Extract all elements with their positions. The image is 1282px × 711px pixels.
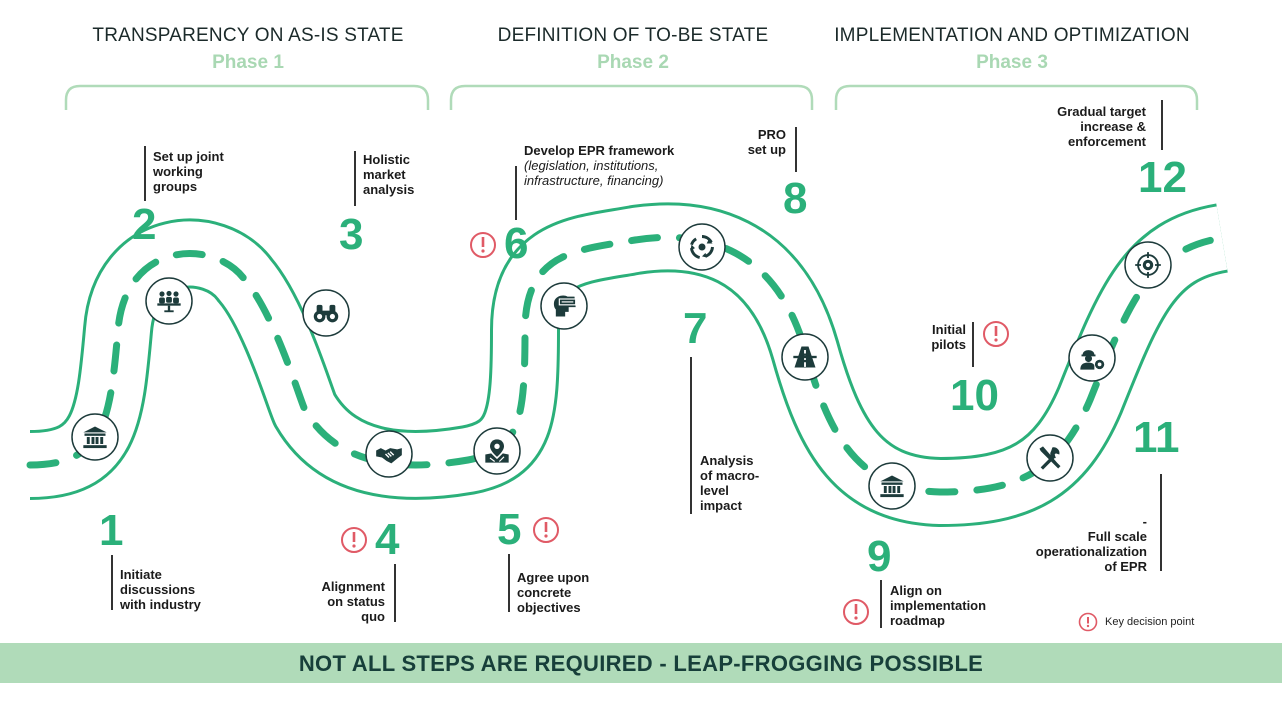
phase-1-subtitle: Phase 1: [212, 52, 284, 73]
step-1-number: 1: [99, 506, 124, 555]
step-4-leader-line: [394, 564, 396, 622]
step-11-number: 11: [1133, 413, 1180, 462]
step-5-leader-line: [508, 554, 510, 612]
step-6-number: 6: [504, 219, 529, 268]
phase-3-title: IMPLEMENTATION AND OPTIMIZATION: [834, 25, 1190, 46]
phase-3-bracket: [834, 84, 1199, 110]
legend-label: Key decision point: [1105, 616, 1195, 628]
step-3-number: 3: [339, 210, 364, 259]
decision-10-exclamation-icon: [983, 321, 1009, 347]
footer-banner: [0, 643, 1282, 683]
step-4-icon-circle: [365, 430, 413, 478]
step-2-number: 2: [132, 200, 157, 249]
step-11-icon-circle: [1068, 334, 1116, 382]
step-7-number: 7: [683, 304, 708, 353]
decision-9-exclamation-icon: [843, 599, 869, 625]
step-6-icon-circle: [540, 282, 588, 330]
step-6-leader-line: [515, 166, 517, 220]
step-1-leader-line: [111, 555, 113, 610]
step-9-icon-circle: [868, 462, 916, 510]
phase-2-title: DEFINITION OF TO-BE STATE: [497, 25, 769, 46]
legend-exclamation-icon: [1078, 612, 1098, 632]
step-2-leader-line: [144, 146, 146, 201]
step-8-icon-circle: [781, 333, 829, 381]
decision-4-exclamation-icon: [341, 527, 367, 553]
step-11-leader-line: [1160, 474, 1162, 571]
step-10-icon-circle: [1026, 434, 1074, 482]
step-4-number: 4: [375, 515, 400, 564]
footer-text: NOT ALL STEPS ARE REQUIRED - LEAP-FROGGI…: [298, 651, 984, 676]
step-10-number: 10: [950, 371, 999, 420]
step-12-icon-circle: [1124, 241, 1172, 289]
phase-3-subtitle: Phase 3: [976, 52, 1048, 73]
step-7-icon-circle: [678, 223, 726, 271]
step-3-icon-circle: [302, 289, 350, 337]
step-10-leader-line: [972, 322, 974, 367]
phase-1-title: TRANSPARENCY ON AS-IS STATE: [92, 25, 404, 46]
decision-5-exclamation-icon: [533, 517, 559, 543]
step-9-number: 9: [867, 532, 892, 581]
step-6-label: Develop EPR framework (legislation, inst…: [524, 143, 675, 188]
step-12-leader-line: [1161, 100, 1163, 150]
phase-2-bracket: [449, 84, 814, 110]
phase-2-subtitle: Phase 2: [597, 52, 669, 73]
step-5-icon-circle: [473, 427, 521, 475]
step-5-number: 5: [497, 505, 522, 554]
step-9-leader-line: [880, 580, 882, 628]
step-2-icon-circle: [145, 277, 193, 325]
phase-1-bracket: [64, 84, 430, 110]
step-3-leader-line: [354, 151, 356, 206]
step-8-number: 8: [783, 174, 808, 223]
step-7-leader-line: [690, 357, 692, 514]
step-12-number: 12: [1138, 153, 1187, 202]
step-1-icon-circle: [71, 413, 119, 461]
road-path: [26, 202, 1229, 528]
step-8-leader-line: [795, 127, 797, 172]
decision-6-exclamation-icon: [470, 232, 496, 258]
